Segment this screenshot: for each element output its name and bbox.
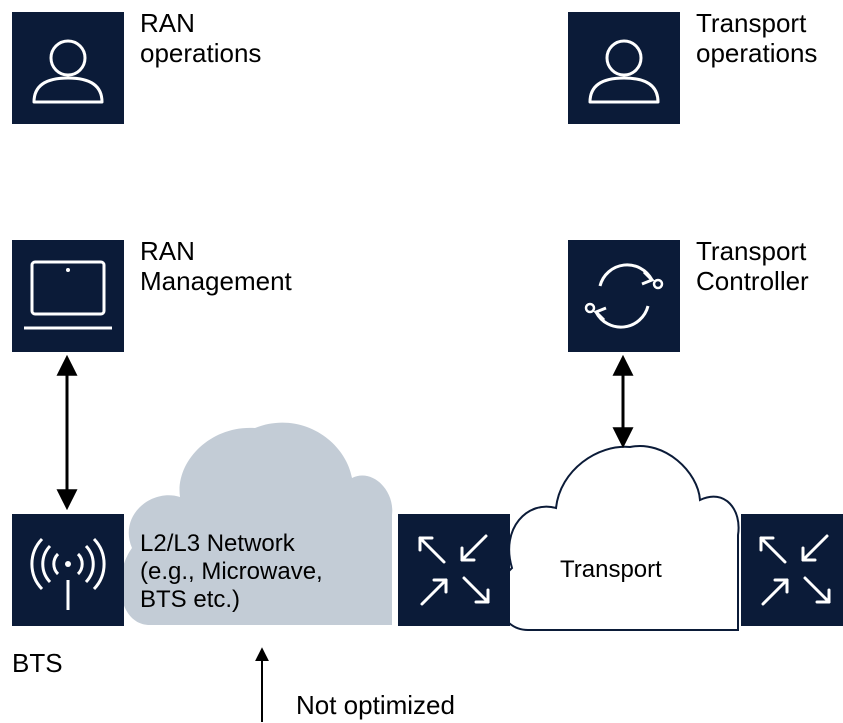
router-right-box (741, 514, 843, 626)
laptop-icon (24, 260, 112, 330)
ran-operations-label: RAN operations (140, 8, 262, 68)
ran-management-box (12, 240, 124, 352)
transport-operations-box (568, 12, 680, 124)
bts-box (12, 514, 124, 626)
person-icon (588, 39, 660, 104)
person-icon (32, 39, 104, 104)
l2l3-network-cloud (120, 422, 393, 625)
router-arrows-icon (418, 534, 490, 606)
transport-operations-label: Transport operations (696, 8, 818, 68)
transport-controller-box (568, 240, 680, 352)
ran-management-label: RAN Management (140, 236, 292, 296)
router-arrows-icon (759, 534, 831, 606)
antenna-icon (30, 537, 106, 610)
bts-label: BTS (12, 648, 63, 678)
ran-operations-box (12, 12, 124, 124)
router-left-box (398, 514, 510, 626)
refresh-cycle-icon (584, 263, 664, 329)
not-optimized-label: Not optimized (296, 690, 455, 720)
l2l3-network-label: L2/L3 Network (e.g., Microwave, BTS etc.… (140, 530, 323, 613)
transport-cloud (497, 445, 740, 631)
transport-controller-label: Transport Controller (696, 236, 809, 296)
transport-cloud-label: Transport (560, 556, 662, 583)
